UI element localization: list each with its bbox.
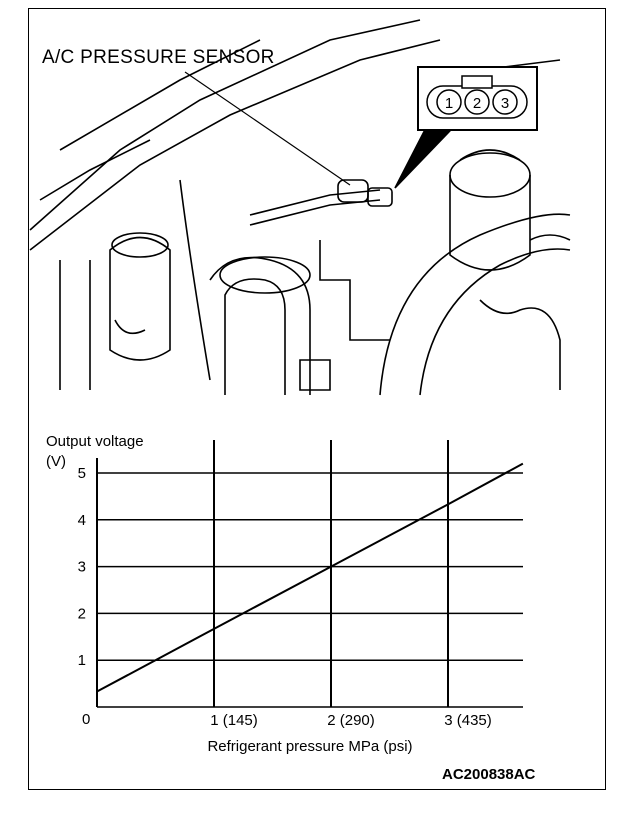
x-tick-label: 2 (290) <box>327 712 375 729</box>
x-axis-label: Refrigerant pressure MPa (psi) <box>207 738 412 755</box>
y-tick-label: 2 <box>78 605 86 622</box>
connector-pin-3 <box>492 89 518 115</box>
series-line-output-voltage <box>96 462 524 693</box>
connector-pin-label: 1 <box>445 95 453 112</box>
origin-label: 0 <box>82 711 90 728</box>
connector-pin-1 <box>436 89 462 115</box>
y-tick-label: 3 <box>78 559 86 576</box>
x-tick-label: 3 (435) <box>444 712 492 729</box>
y-axis-label: Output voltage <box>46 433 144 450</box>
y-axis-unit: (V) <box>46 453 66 470</box>
sensor-label: A/C PRESSURE SENSOR <box>42 47 275 68</box>
connector-pin-2 <box>464 89 490 115</box>
connector-pin-label: 3 <box>501 95 509 112</box>
figure-frame <box>28 8 606 790</box>
y-tick-label: 1 <box>78 652 86 669</box>
y-tick-label: 5 <box>78 465 86 482</box>
x-tick-label: 1 (145) <box>210 712 258 729</box>
figure-code: AC200838AC <box>442 766 536 783</box>
connector-pin-label: 2 <box>473 95 481 112</box>
y-tick-label: 4 <box>78 512 86 529</box>
